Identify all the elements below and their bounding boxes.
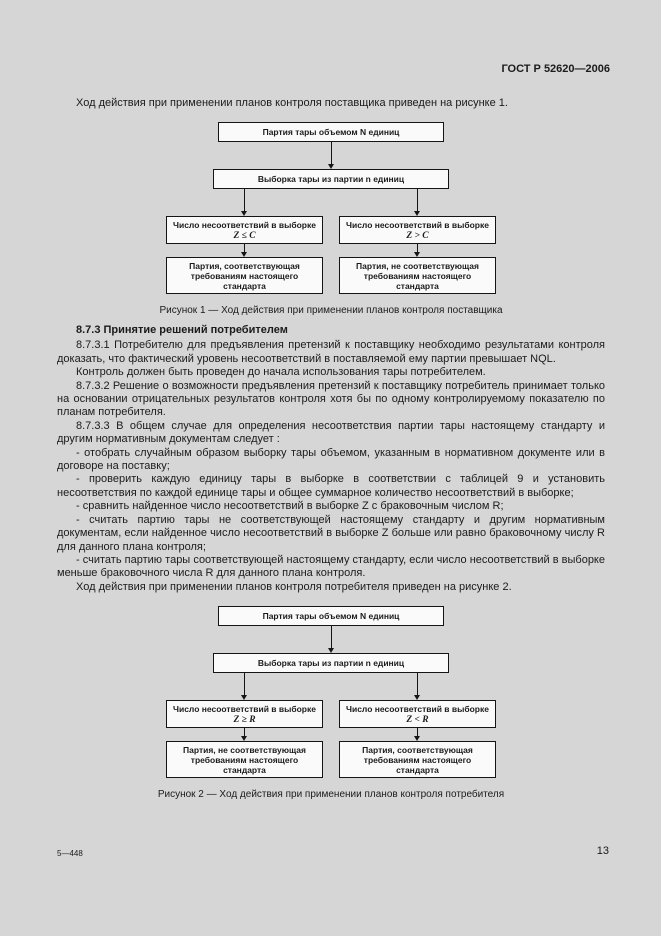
- figure-1-caption: Рисунок 1 — Ход действия при применении …: [159, 305, 503, 317]
- condition-expression: Z ≤ C: [233, 230, 256, 241]
- paragraph: - считать партию тары не соответствующей…: [57, 513, 605, 553]
- arrow-down-icon: [413, 252, 420, 258]
- condition-expression: Z < R: [406, 714, 429, 725]
- page-content: Ход действия при применении планов контр…: [57, 97, 605, 800]
- result-right-box: Партия, не соответствующая требованиям н…: [339, 257, 496, 295]
- lot-box: Партия тары объемом N единиц: [218, 606, 444, 627]
- paragraph: 8.7.3.2 Решение о возможности предъявлен…: [57, 379, 605, 419]
- flow-line: [417, 244, 418, 253]
- arrow-down-icon: [327, 648, 334, 654]
- condition-expression: Z > C: [406, 230, 429, 241]
- arrow-down-icon: [413, 736, 420, 742]
- arrow-down-icon: [413, 211, 420, 217]
- condition-label: Число несоответствий в выборке: [173, 703, 316, 714]
- page-number: 13: [596, 845, 609, 857]
- paragraph: 8.7.3.3 В общем случае для определения н…: [57, 419, 605, 446]
- condition-label: Число несоответствий в выборке: [346, 703, 489, 714]
- sample-box: Выборка тары из партии n единиц: [213, 169, 449, 190]
- flow-line: [244, 189, 245, 212]
- flow-line: [244, 673, 245, 696]
- flow-line: [244, 728, 245, 737]
- flow-line: [331, 142, 332, 165]
- arrow-down-icon: [240, 252, 247, 258]
- arrow-down-icon: [240, 695, 247, 701]
- paragraph: - отобрать случайным образом выборку тар…: [57, 446, 605, 473]
- paragraph: Ход действия при применении планов контр…: [76, 580, 512, 593]
- document-number: ГОСТ Р 52620—2006: [501, 63, 610, 75]
- flow-line: [417, 728, 418, 737]
- lot-box: Партия тары объемом N единиц: [218, 122, 444, 143]
- paragraph: 8.7.3.1 Потребителю для предъявления пре…: [57, 339, 605, 365]
- paragraph: - проверить каждую единицу тары в выборк…: [57, 473, 605, 499]
- paragraph: - считать партию тары соответствующей на…: [57, 553, 605, 580]
- condition-right-box: Число несоответствий в выборке Z > C: [339, 216, 496, 245]
- paragraph: - сравнить найденное число несоответстви…: [76, 500, 504, 513]
- figure-2-caption: Рисунок 2 — Ход действия при применении …: [157, 789, 505, 801]
- flow-line: [417, 673, 418, 696]
- sample-box: Выборка тары из партии n единиц: [213, 653, 449, 674]
- flow-line: [331, 626, 332, 649]
- result-right-box: Партия, соответствующая требованиям наст…: [339, 741, 496, 779]
- arrow-down-icon: [240, 736, 247, 742]
- section-heading: 8.7.3 Принятие решений потребителем: [76, 324, 288, 337]
- paragraph: Контроль должен быть проведен до начала …: [76, 366, 486, 379]
- arrow-down-icon: [327, 164, 334, 170]
- condition-label: Число несоответствий в выборке: [346, 219, 489, 230]
- flowchart-figure-2: Партия тары объемом N единиц Выборка тар…: [61, 606, 601, 779]
- footer-print-note: 5—448: [57, 849, 83, 858]
- flow-line: [244, 244, 245, 253]
- condition-left-box: Число несоответствий в выборке Z ≤ C: [166, 216, 323, 245]
- result-left-box: Партия, не соответствующая требованиям н…: [166, 741, 323, 779]
- condition-right-box: Число несоответствий в выборке Z < R: [339, 700, 496, 729]
- flow-line: [417, 189, 418, 212]
- condition-expression: Z ≥ R: [233, 714, 256, 725]
- intro-paragraph: Ход действия при применении планов контр…: [76, 97, 508, 109]
- condition-left-box: Число несоответствий в выборке Z ≥ R: [166, 700, 323, 729]
- arrow-down-icon: [240, 211, 247, 217]
- flowchart-figure-1: Партия тары объемом N единиц Выборка тар…: [61, 122, 601, 295]
- arrow-down-icon: [413, 695, 420, 701]
- result-left-box: Партия, соответствующая требованиям наст…: [166, 257, 323, 295]
- condition-label: Число несоответствий в выборке: [173, 219, 316, 230]
